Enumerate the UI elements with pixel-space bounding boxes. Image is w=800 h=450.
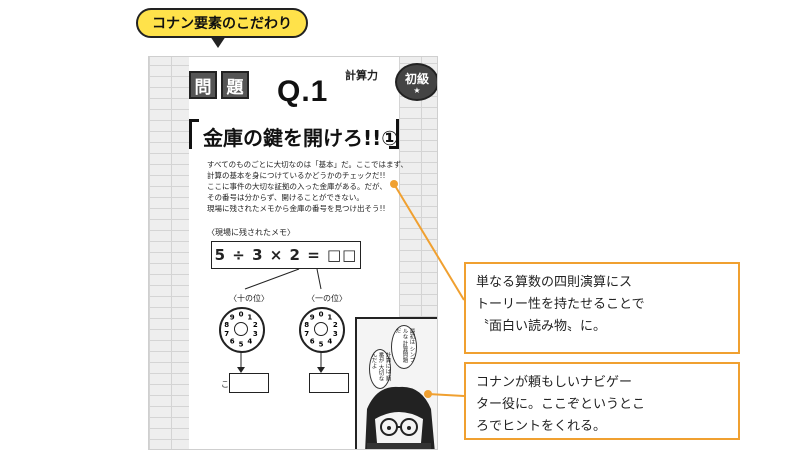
tag-char-1: 問 [189, 71, 217, 99]
book-page: 問 題 Q.1 計算力 初級 ★ 金庫の鍵を開けろ!!① すべてのものごとに大切… [148, 56, 438, 450]
dial-digit: 9 [310, 313, 315, 321]
callout-line: 〝面白い読み物〟に。 [476, 319, 607, 334]
dial-digit: 8 [224, 321, 229, 329]
tag-char-2: 題 [221, 71, 249, 99]
conan-manga-panel: 最初は シンプルな 計算問題だ 計算には 順番が 大切なんだよ [355, 317, 437, 449]
bubble-tail [210, 36, 226, 48]
callout-line: 単なる算数の四則演算にス [476, 275, 633, 290]
star-icon: ★ [413, 85, 421, 95]
leader-line-1 [393, 183, 465, 301]
answer-box-ones[interactable] [309, 373, 349, 393]
dial-digit: 0 [319, 311, 324, 319]
dial-digit: 2 [253, 321, 258, 329]
dial-digit: 5 [239, 341, 244, 349]
dial-center [234, 322, 248, 336]
arrow-to-ones [316, 268, 322, 290]
callout-conan-navigator: コナンが頼もしいナビゲー ター役に。ここぞというとこ ろでヒントをくれる。 [464, 362, 740, 440]
dial-digit: 9 [230, 313, 235, 321]
intro-line: 現場に残されたメモから金庫の番号を見つけ出そう!! [207, 204, 386, 213]
arrowhead-ones [317, 367, 325, 373]
callout-line: ター役に。ここぞというとこ [476, 397, 646, 412]
leader-line-2 [427, 393, 465, 397]
dial-digit: 6 [310, 338, 315, 346]
dial-digit: 3 [253, 330, 258, 338]
memo-equation: 5 ÷ 3 × 2 = □□ [211, 241, 361, 269]
intro-line: 計算の基本を身につけているかどうかのチェックだ!! [207, 171, 386, 180]
dial-digit: 3 [333, 330, 338, 338]
intro-line: その番号は分からず、開けることができない。 [207, 193, 364, 202]
callout-line: トーリー性を持たせることで [476, 297, 645, 312]
intro-text: すべてのものごとに大切なのは「基本」だ。ここではまず、 計算の基本を身につけてい… [207, 159, 408, 214]
manga-speech-bubble-1: 最初は シンプルな 計算問題だ [391, 325, 417, 369]
problem-title: 金庫の鍵を開けろ!!① [203, 126, 399, 150]
dial-digit: 4 [327, 338, 332, 346]
dial-ones-label: 〈一の位〉 [307, 294, 347, 303]
callout-line: コナンが頼もしいナビゲー [476, 375, 633, 390]
dial-ones[interactable] [299, 307, 345, 353]
intro-line: すべてのものごとに大切なのは「基本」だ。ここではまず、 [207, 160, 408, 169]
dial-digit: 2 [333, 321, 338, 329]
dial-digit: 4 [247, 338, 252, 346]
manga-speech-bubble-2: 計算には 順番が 大切なんだよ [369, 349, 391, 389]
dial-digit: 5 [319, 341, 324, 349]
arrowhead-tens [237, 367, 245, 373]
dial-tens[interactable] [219, 307, 265, 353]
feature-bubble: コナン要素のこだわり [136, 8, 308, 38]
dial-digit: 7 [304, 330, 309, 338]
question-number: Q.1 [277, 75, 329, 108]
brick-wall-right [399, 57, 437, 317]
memo-label: 〈現場に残されたメモ〉 [207, 228, 295, 237]
brick-wall-left [149, 57, 189, 449]
level-text: 初級 [404, 71, 429, 86]
dial-center [314, 322, 328, 336]
problem-title-block: 金庫の鍵を開けろ!!① [189, 119, 399, 153]
arrow-to-tens [244, 268, 300, 290]
title-bracket-left [189, 119, 199, 149]
dial-digit: 0 [239, 311, 244, 319]
dial-digit: 6 [230, 338, 235, 346]
intro-line: ここに事件の大切な証拠の入った金庫がある。だが、 [207, 182, 387, 191]
conan-illustration [365, 386, 435, 449]
answer-box-tens[interactable] [229, 373, 269, 393]
dial-digit: 8 [304, 321, 309, 329]
level-badge: 初級 ★ [395, 63, 437, 101]
callout-story: 単なる算数の四則演算にス トーリー性を持たせることで 〝面白い読み物〟に。 [464, 262, 740, 354]
dial-tens-label: 〈十の位〉 [229, 294, 269, 303]
title-bracket-right [389, 119, 399, 149]
dial-digit: 1 [327, 313, 332, 321]
dial-digit: 7 [224, 330, 229, 338]
dial-digit: 1 [247, 313, 252, 321]
category-label: 計算力 [345, 69, 378, 82]
callout-line: ろでヒントをくれる。 [476, 419, 607, 434]
